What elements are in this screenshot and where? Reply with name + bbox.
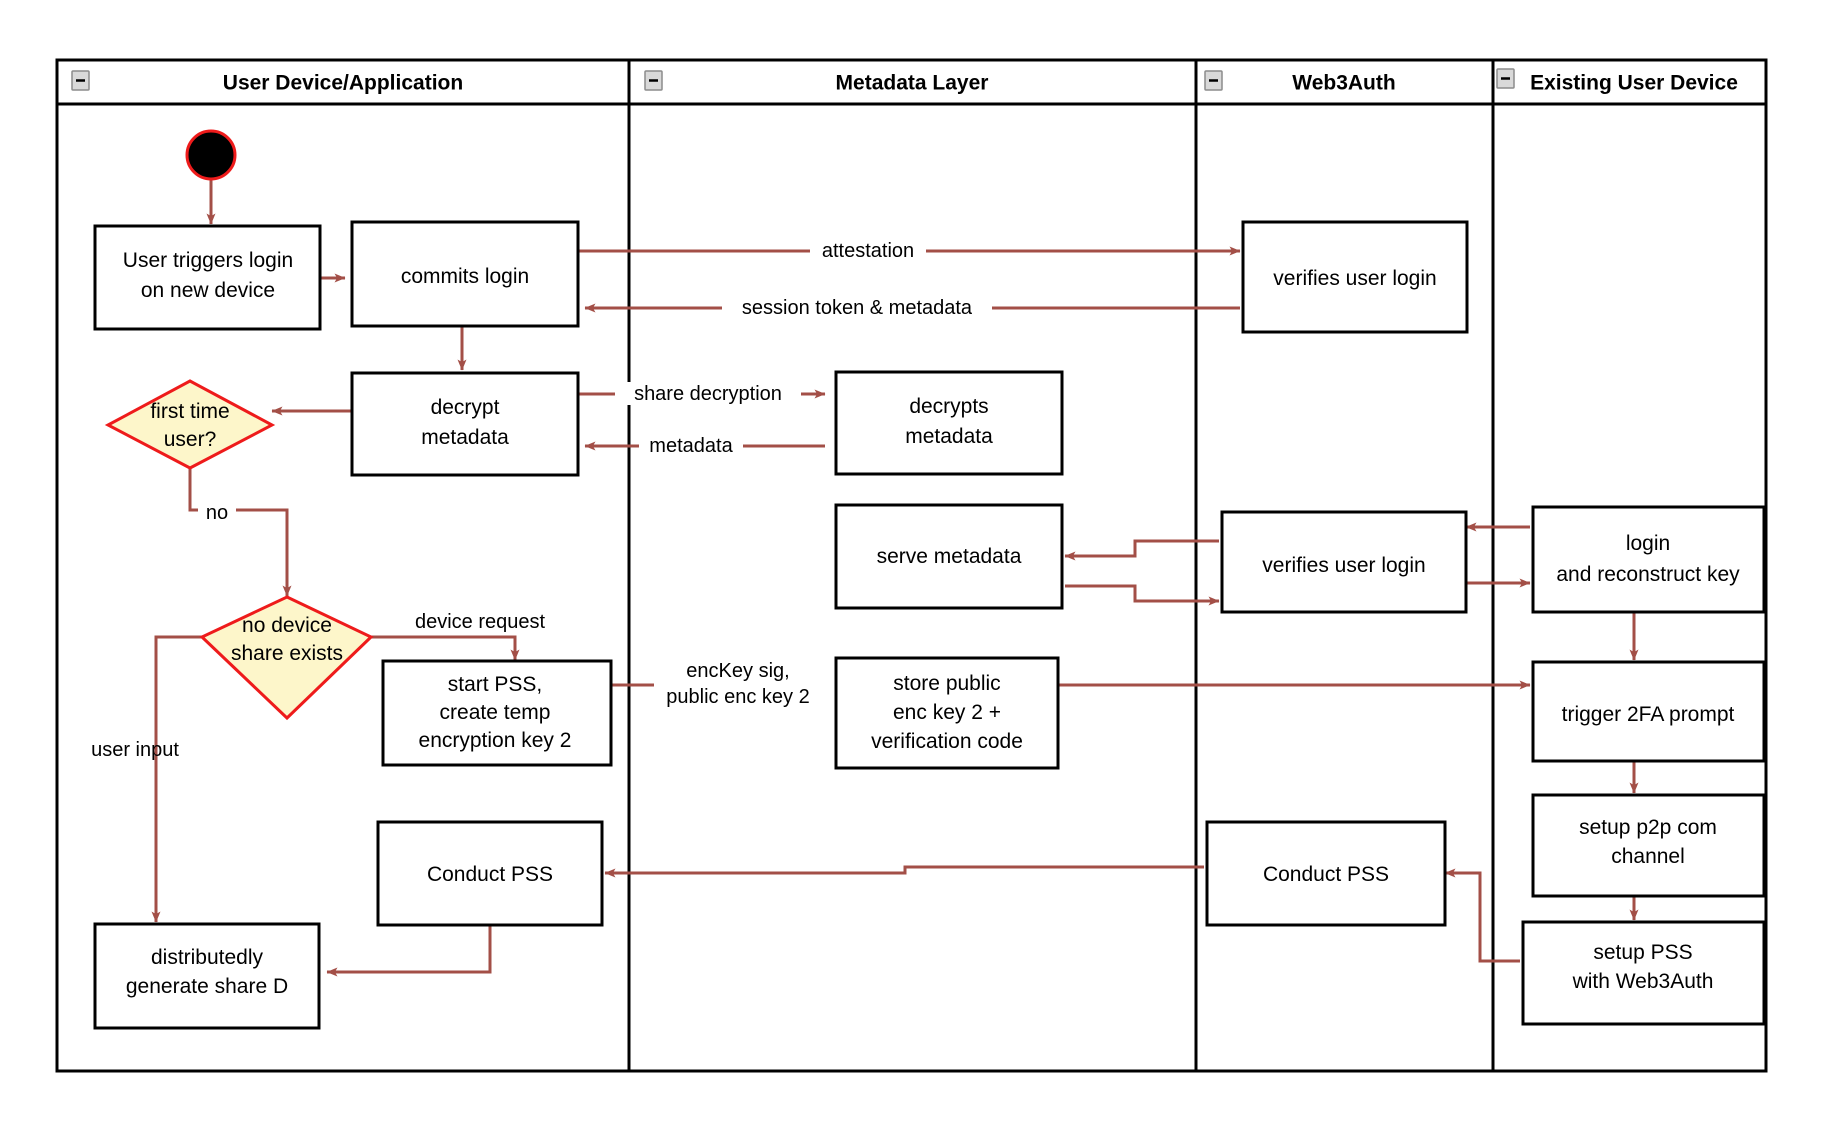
node-decrypts-metadata[interactable]: decrypts metadata (834, 370, 1064, 476)
node-distributedly-generate-share-d[interactable]: distributedly generate share D (93, 922, 321, 1030)
edge-label-no: no (206, 502, 228, 524)
node-label-line: metadata (905, 425, 993, 448)
node-start-pss[interactable]: start PSS, create temp encryption key 2 (381, 659, 613, 767)
node-label-line: start PSS, (448, 673, 543, 696)
node-label-line: with Web3Auth (1572, 970, 1714, 993)
node-label-line: generate share D (126, 975, 288, 998)
edge-no-branch (188, 464, 292, 597)
edge-label-user-input: user input (91, 739, 179, 761)
node-label-line: and reconstruct key (1556, 563, 1740, 586)
edge-setup-pss-to-conduct-pss-web3auth (1444, 868, 1520, 963)
node-label-line: channel (1611, 845, 1685, 868)
node-label-line: metadata (421, 426, 509, 449)
node-label-line: store public (893, 672, 1000, 695)
edge-label-enckey-sig-line2: public enc key 2 (666, 686, 809, 708)
edge-label-attestation: attestation (822, 240, 914, 262)
lane-header-web3auth[interactable]: Web3Auth (1204, 70, 1396, 95)
node-setup-pss-with-web3auth[interactable]: setup PSS with Web3Auth (1521, 920, 1766, 1026)
lane-title-metadata: Metadata Layer (836, 72, 989, 95)
edge-layer: attestation session token & metadata sha… (91, 179, 1639, 977)
lane-header-user-device[interactable]: User Device/Application (71, 70, 463, 95)
edge-conduct-pss-web3auth-to-user (604, 865, 1204, 878)
node-label-line: setup PSS (1593, 941, 1692, 964)
node-conduct-pss-web3auth[interactable]: Conduct PSS (1205, 820, 1447, 927)
node-login-and-reconstruct-key[interactable]: login and reconstruct key (1531, 505, 1766, 614)
edge-user-input (151, 635, 202, 923)
node-label-line: enc key 2 + (893, 701, 1001, 724)
node-label-line: verification code (871, 730, 1023, 753)
node-commits-login[interactable]: commits login (350, 220, 580, 328)
swimlane-frame (55, 58, 1768, 1073)
lane-header-metadata[interactable]: Metadata Layer (644, 70, 989, 95)
node-label-line: on new device (141, 279, 275, 302)
minus-icon[interactable] (1496, 68, 1515, 89)
label-bg (722, 296, 992, 319)
lane-title-web3auth: Web3Auth (1292, 72, 1395, 95)
minus-icon[interactable] (71, 70, 90, 91)
edge-label-session-token-metadata: session token & metadata (742, 297, 973, 319)
node-no-device-share-exists[interactable]: no device share exists (199, 595, 374, 721)
minus-icon[interactable] (644, 70, 663, 91)
node-label-line: distributedly (151, 946, 264, 969)
node-label-line: create temp (440, 701, 551, 724)
label-bg (810, 240, 926, 262)
node-label-line: decrypt (431, 396, 500, 419)
node-label-line: Conduct PSS (427, 863, 553, 886)
node-label-line: login (1626, 532, 1670, 555)
node-label-line: Conduct PSS (1263, 863, 1389, 886)
lane-title-user-device: User Device/Application (223, 72, 463, 95)
label-bg (654, 655, 840, 709)
node-label-line: commits login (401, 265, 529, 288)
lane-title-existing-device: Existing User Device (1530, 72, 1738, 95)
node-label-line: setup p2p com (1579, 816, 1717, 839)
node-label-line: no device (242, 614, 332, 637)
node-conduct-pss-user[interactable]: Conduct PSS (376, 820, 604, 927)
label-bg (198, 501, 236, 523)
edge-conduct-pss-to-generate-share-d (326, 925, 492, 977)
minus-icon[interactable] (1204, 70, 1223, 91)
label-bg (639, 434, 743, 457)
edge-verifies-to-serve-metadata (1064, 539, 1219, 561)
node-trigger-2fa-prompt[interactable]: trigger 2FA prompt (1531, 660, 1766, 763)
edge-serve-metadata-to-verifies (1065, 584, 1220, 606)
node-label-line: verifies user login (1273, 267, 1436, 290)
node-first-time-user[interactable]: first time user? (104, 379, 276, 470)
edge-device-request (371, 635, 520, 661)
lane-header-existing-device[interactable]: Existing User Device (1496, 68, 1738, 95)
edge-label-enckey-sig-line1: encKey sig, (686, 660, 789, 682)
node-verifies-user-login-1[interactable]: verifies user login (1241, 220, 1469, 334)
node-serve-metadata[interactable]: serve metadata (834, 503, 1064, 610)
start-node[interactable] (185, 129, 237, 181)
node-label-line: first time (150, 400, 229, 423)
node-user-triggers-login[interactable]: User triggers login on new device (93, 224, 322, 331)
label-bg (615, 382, 801, 405)
edge-label-device-request: device request (415, 611, 546, 633)
node-verifies-user-login-2[interactable]: verifies user login (1220, 510, 1468, 614)
node-label-line: user? (164, 428, 217, 451)
node-decrypt-metadata[interactable]: decrypt metadata (350, 371, 580, 477)
node-setup-p2p-com-channel[interactable]: setup p2p com channel (1531, 793, 1766, 898)
node-store-public-enc-key[interactable]: store public enc key 2 + verification co… (834, 656, 1060, 770)
node-label-line: trigger 2FA prompt (1562, 703, 1735, 726)
node-label-line: verifies user login (1262, 554, 1425, 577)
edge-label-metadata: metadata (649, 435, 733, 457)
node-label-line: share exists (231, 642, 343, 665)
node-label-line: User triggers login (123, 249, 293, 272)
node-label-line: encryption key 2 (419, 729, 572, 752)
node-label-line: decrypts (909, 395, 988, 418)
node-label-line: serve metadata (877, 545, 1022, 568)
edge-label-share-decryption: share decryption (634, 383, 782, 405)
